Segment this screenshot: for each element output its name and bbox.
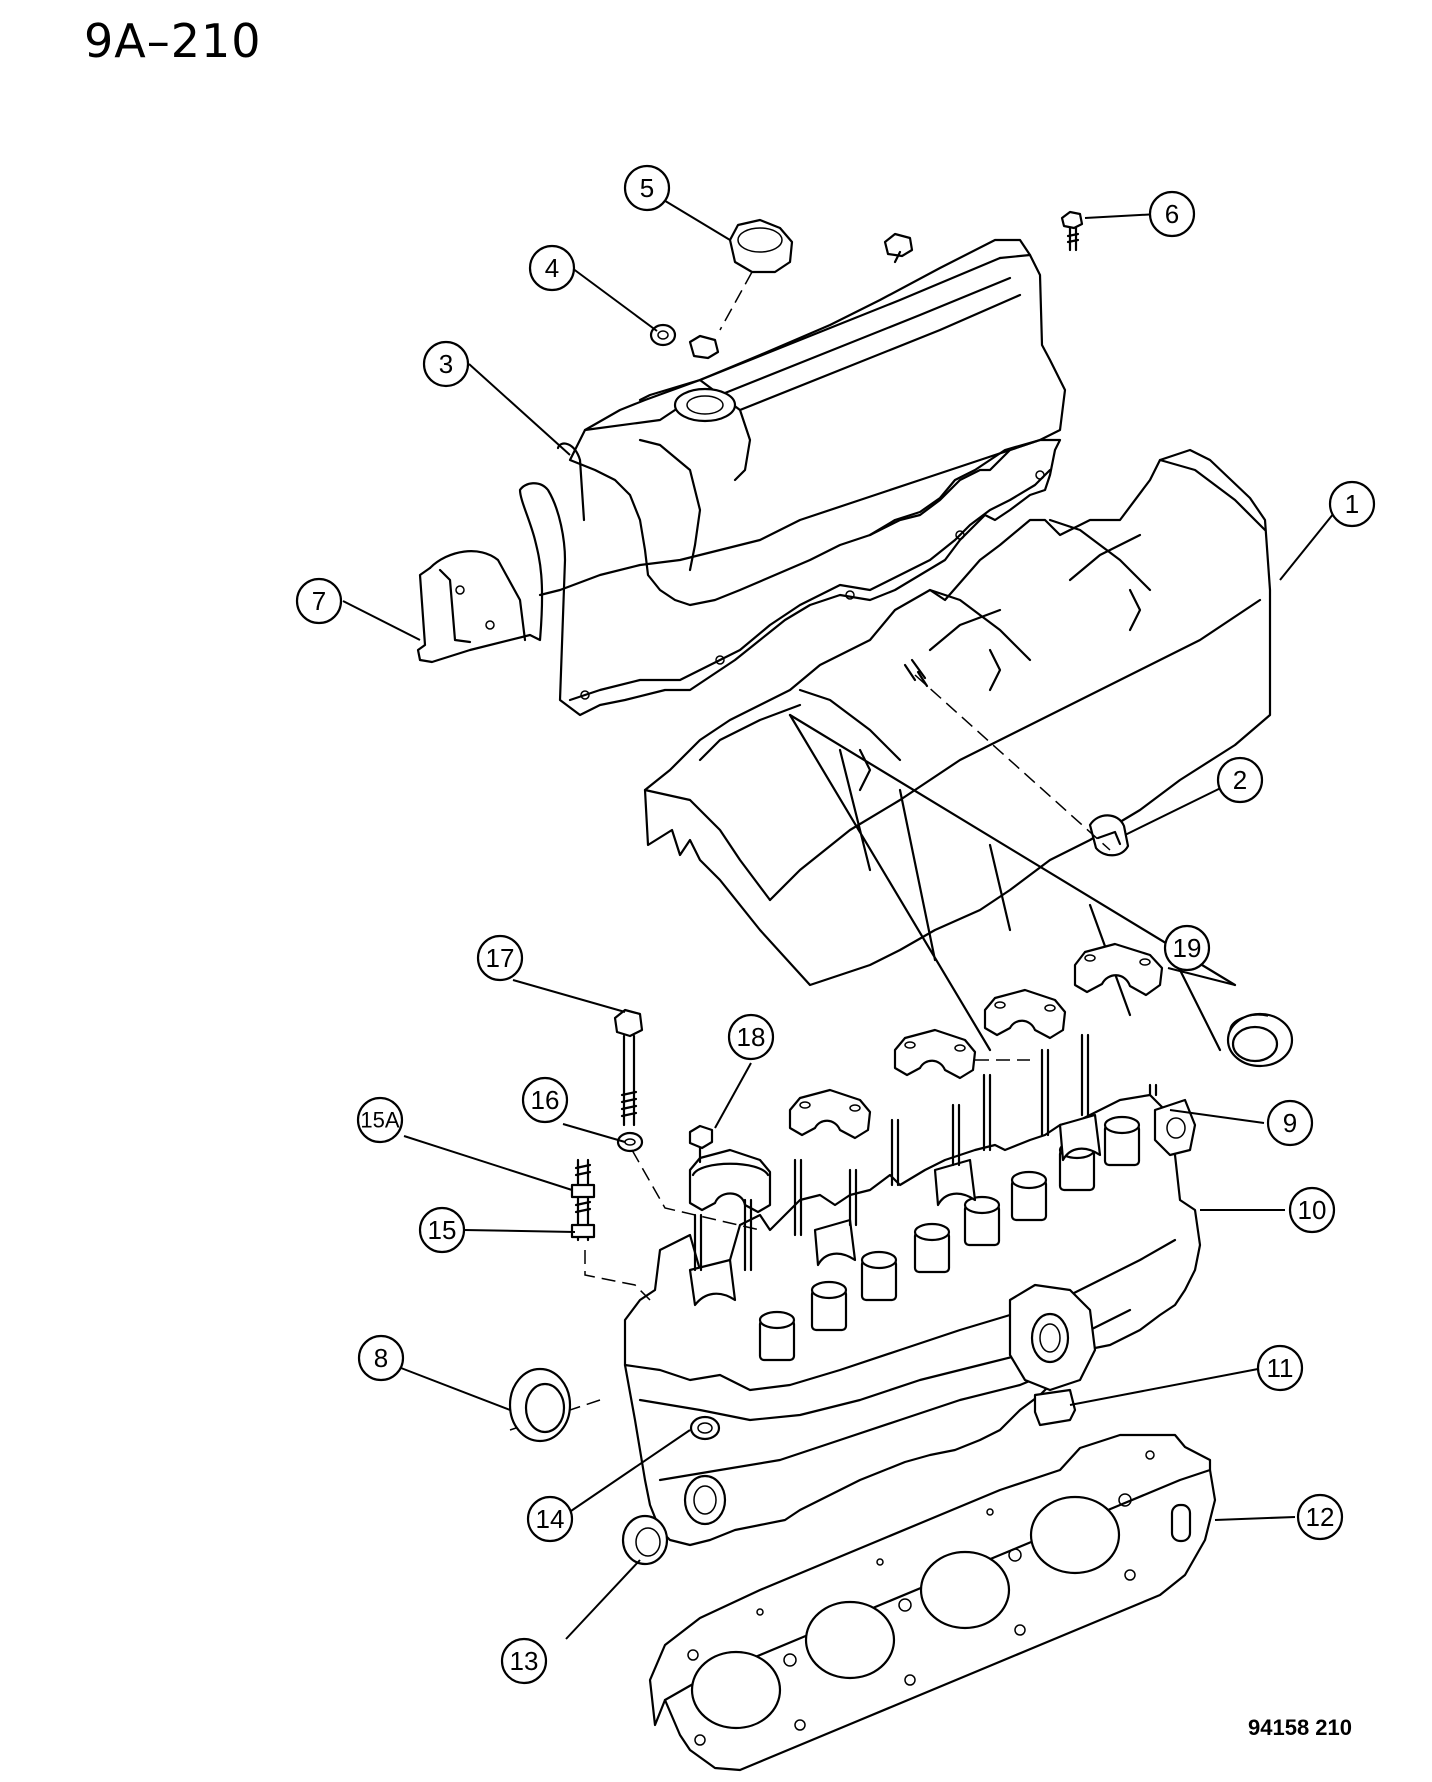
callout-5-label: 5 [640,173,654,203]
callout-14: 14 [526,1495,574,1543]
camshaft-cover [643,448,1272,987]
cover-bolt [1060,210,1084,252]
cylinder-head [623,1033,1202,1547]
callout-9-label: 9 [1283,1108,1297,1138]
callout-3-label: 3 [439,349,453,379]
front-oil-seal [508,1367,572,1443]
callout-1-label: 1 [1345,489,1359,519]
camshaft-oil-seal [1226,1012,1294,1068]
callout-6-label: 6 [1165,199,1179,229]
callout-8-label: 8 [374,1343,388,1373]
washer [616,1131,644,1153]
page-code: 9A–210 [84,14,262,68]
callout-4: 4 [528,244,576,292]
callout-1: 1 [1328,480,1376,528]
callout-15a-label: 15A [360,1108,399,1133]
callout-9: 9 [1266,1099,1314,1147]
callout-7-label: 7 [312,586,326,616]
callout-19: 19 [1163,924,1211,972]
callout-17-label: 17 [486,943,515,973]
callout-19-label: 19 [1173,933,1202,963]
callout-5: 5 [623,164,671,212]
callout-18-label: 18 [737,1022,766,1052]
callout-17: 17 [476,934,524,982]
callout-8: 8 [357,1334,405,1382]
callout-12-label: 12 [1306,1502,1335,1532]
callout-12: 12 [1296,1493,1344,1541]
callout-11-label: 11 [1267,1353,1294,1383]
callout-16: 16 [521,1076,569,1124]
stud-15a [570,1158,596,1242]
callout-15a: 15A [356,1096,404,1144]
camshaft-plug [621,1514,669,1566]
callout-7: 7 [295,577,343,625]
callout-10-label: 10 [1298,1195,1327,1225]
oil-filler-cap [728,218,794,274]
cover-gasket [416,438,1062,717]
bearing-caps [688,713,1237,1214]
callout-14-label: 14 [536,1504,565,1534]
callout-13: 13 [500,1637,548,1685]
callout-13-label: 13 [510,1646,539,1676]
callout-16-label: 16 [531,1085,560,1115]
callout-6: 6 [1148,190,1196,238]
callout-2: 2 [1216,756,1264,804]
callout-18: 18 [727,1013,775,1061]
callout-3: 3 [422,340,470,388]
callout-15: 15 [418,1206,466,1254]
callout-4-label: 4 [545,253,559,283]
head-gasket [648,1433,1217,1772]
callout-15-label: 15 [428,1215,457,1245]
callout-11: 11 [1256,1344,1304,1392]
callout-2-label: 2 [1233,765,1247,795]
figure-id: 94158 210 [1248,1715,1352,1740]
callout-leaders [342,198,1339,1640]
head-bolt [613,1008,644,1127]
callout-10: 10 [1288,1186,1336,1234]
cylinder-head-cover [556,232,1067,607]
